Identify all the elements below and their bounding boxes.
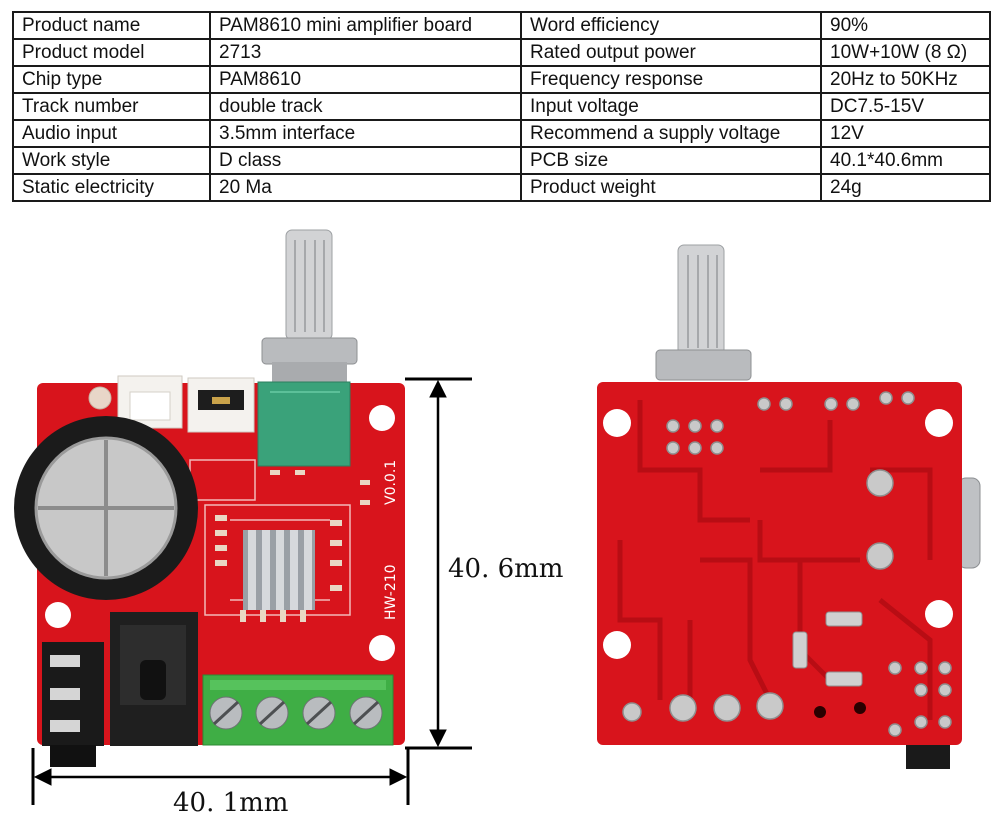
spec-label-cell: Track number: [12, 92, 211, 121]
mount-hole: [369, 635, 395, 661]
mount-hole: [45, 602, 71, 628]
spec-label-cell: Audio input: [12, 119, 211, 148]
mount-hole: [603, 631, 631, 659]
volume-potentiometer: [257, 229, 358, 467]
dc-power-jack: [110, 612, 198, 746]
spec-value-cell: 20 Ma: [209, 173, 522, 202]
height-dimension: [405, 377, 472, 750]
spec-value-cell: 90%: [820, 11, 991, 40]
spec-label-cell: Product name: [12, 11, 211, 40]
mount-hole: [369, 405, 395, 431]
spec-value-cell: 2713: [209, 38, 522, 67]
width-dimension-label: 40. 1mm: [173, 788, 289, 818]
spec-label-cell: Recommend a supply voltage: [520, 119, 822, 148]
spec-label-cell: Static electricity: [12, 173, 211, 202]
spec-value-cell: DC7.5-15V: [820, 92, 991, 121]
spec-label-cell: Chip type: [12, 65, 211, 94]
back-view: [597, 244, 981, 769]
speaker-terminals: [202, 674, 394, 746]
spec-value-cell: PAM8610 mini amplifier board: [209, 11, 522, 40]
spec-value-cell: 40.1*40.6mm: [820, 146, 991, 175]
led: [88, 386, 112, 410]
spec-value-cell: 12V: [820, 119, 991, 148]
electrolytic-capacitor: [14, 416, 198, 600]
spec-label-cell: Frequency response: [520, 65, 822, 94]
mount-hole: [603, 409, 631, 437]
spec-value-cell: 20Hz to 50KHz: [820, 65, 991, 94]
height-dimension-label: 40. 6mm: [448, 554, 564, 584]
spec-value-cell: 10W+10W (8 Ω): [820, 38, 991, 67]
spec-value-cell: 24g: [820, 173, 991, 202]
spec-label-cell: Work style: [12, 146, 211, 175]
spec-label-cell: Word efficiency: [520, 11, 822, 40]
width-dimension: [31, 748, 410, 805]
mount-hole: [925, 409, 953, 437]
spec-value-cell: D class: [209, 146, 522, 175]
spec-value-cell: 3.5mm interface: [209, 119, 522, 148]
spec-value-cell: double track: [209, 92, 522, 121]
back-pcb: [597, 382, 962, 745]
heatsink: [243, 530, 315, 610]
spec-label-cell: Product weight: [520, 173, 822, 202]
spec-label-cell: Input voltage: [520, 92, 822, 121]
audio-input-jack: [42, 642, 104, 767]
spec-label-cell: Product model: [12, 38, 211, 67]
spec-label-cell: PCB size: [520, 146, 822, 175]
front-view: V0.0.1 HW-210: [14, 229, 405, 767]
board-version-label: V0.0.1: [383, 460, 399, 505]
spec-value-cell: PAM8610: [209, 65, 522, 94]
board-model-label: HW-210: [383, 564, 399, 620]
spec-label-cell: Rated output power: [520, 38, 822, 67]
mount-hole: [925, 600, 953, 628]
